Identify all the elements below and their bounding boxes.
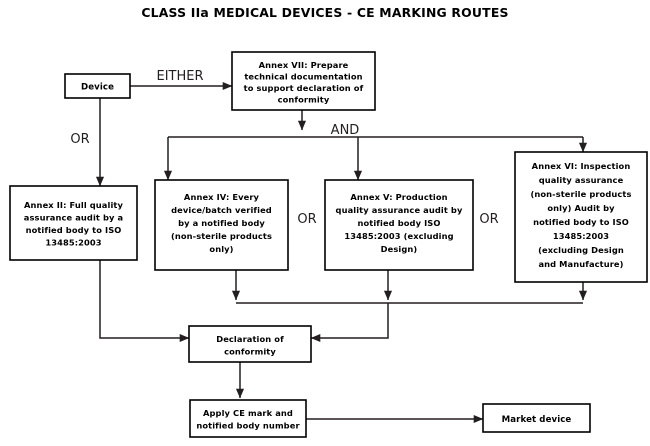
node-annex4[interactable]: Annex IV: Every device/batch verified by… (154, 179, 289, 271)
node-ce-mark[interactable]: Apply CE mark and notified body number (189, 399, 307, 438)
node-annex6-line-6: (excluding Design (538, 245, 624, 255)
node-annex5[interactable]: Annex V: Production quality assurance au… (324, 179, 474, 271)
node-annex5-line-2: notified body ISO (357, 218, 440, 228)
node-annex5-line-0: Annex V: Production (350, 192, 447, 202)
node-market-device-line-0: Market device (502, 415, 572, 425)
node-annex4-line-0: Annex IV: Every (184, 192, 260, 202)
node-declaration-line-0: Declaration of (216, 334, 284, 344)
node-annex7-line-2: to support declaration of (244, 83, 364, 93)
node-annex6-line-2: (non-sterile products (530, 189, 631, 199)
node-annex6-box[interactable] (514, 151, 648, 283)
node-ce-mark-line-0: Apply CE mark and (203, 408, 293, 418)
node-annex5-line-1: quality assurance audit by (336, 205, 463, 215)
node-declaration-line-1: conformity (224, 347, 276, 357)
node-device-box[interactable] (64, 73, 131, 99)
node-annex2-line-0: Annex II: Full quality (24, 200, 123, 210)
node-annex6-line-3: only) Audit by (547, 203, 615, 213)
node-annex7-box[interactable] (231, 51, 376, 111)
connector-label-either: EITHER (156, 69, 203, 84)
node-annex5-line-3: 13485:2003 (excluding (344, 231, 453, 241)
node-declaration-box[interactable] (188, 325, 312, 363)
node-device[interactable]: Device (64, 73, 131, 99)
node-annex6-line-4: notified body to ISO (533, 217, 629, 227)
node-device-line-0: Device (81, 83, 114, 93)
node-annex5-line-4: Design) (381, 244, 418, 254)
node-annex7[interactable]: Annex VII: Prepare technical documentati… (231, 51, 376, 111)
node-annex6-line-7: and Manufacture) (538, 259, 623, 269)
node-annex6-line-1: quality assurance (539, 175, 624, 185)
node-annex6-line-5: 13485:2003 (553, 231, 609, 241)
connector-label-or-device: OR (70, 132, 89, 147)
node-annex4-line-3: (non-sterile products (171, 231, 272, 241)
node-annex4-line-1: device/batch verified (171, 205, 272, 215)
node-market-device[interactable]: Market device (482, 403, 591, 433)
node-annex4-line-4: only) (209, 244, 233, 254)
node-ce-mark-line-1: notified body number (196, 421, 300, 431)
node-declaration[interactable]: Declaration of conformity (188, 325, 312, 363)
node-market-device-box[interactable] (482, 403, 591, 433)
node-annex4-line-2: by a notified body (178, 218, 265, 228)
connector-label-or-annex5-annex6: OR (479, 212, 498, 227)
node-annex2-line-3: 13485:2003 (45, 238, 101, 248)
node-ce-mark-box[interactable] (189, 399, 307, 438)
edge-annex2-to-declaration (99, 260, 190, 343)
node-annex2-line-1: assurance audit by a (24, 213, 123, 223)
node-annex7-line-3: conformity (278, 95, 330, 105)
node-annex2[interactable]: Annex II: Full quality assurance audit b… (9, 185, 138, 261)
node-annex2-line-2: notified body to ISO (26, 225, 122, 235)
connector-lines (95, 81, 588, 424)
node-annex7-line-1: technical documentation (244, 72, 362, 82)
node-annex6[interactable]: Annex VI: Inspection quality assurance (… (514, 151, 648, 283)
node-annex4-box[interactable] (154, 179, 289, 271)
edge-merge-to-declaration (310, 303, 389, 343)
page-title: CLASS IIa MEDICAL DEVICES - CE MARKING R… (141, 5, 508, 20)
node-annex2-box[interactable] (9, 185, 138, 261)
connector-label-or-annex4-annex5: OR (297, 212, 316, 227)
node-annex7-line-0: Annex VII: Prepare (259, 60, 349, 70)
connector-label-and: AND (331, 123, 360, 138)
node-annex6-line-0: Annex VI: Inspection (532, 161, 631, 171)
node-annex5-box[interactable] (324, 179, 474, 271)
